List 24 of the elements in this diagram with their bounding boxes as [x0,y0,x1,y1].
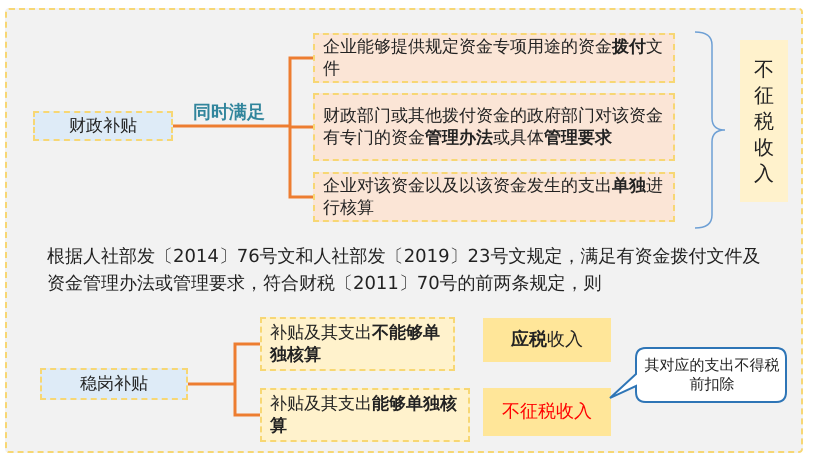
note-text: 根据人社部发〔2014〕76号文和人社部发〔2019〕23号文规定，满足有资金拨付文件及资金管理办法或管理要求，符合财税〔2011〕70号的前两条规定，则 [47,245,762,296]
box-text: 稳岗补贴 [80,372,148,396]
condition-box [313,172,675,222]
box-text: 财政补贴 [69,114,137,138]
condition-box [260,388,470,442]
condition-box [260,317,455,371]
result-box [740,40,788,202]
box-text: 财政部门或其他拨付资金的政府部门对该资金有专门的资金管理办法或具体管理要求 [323,104,664,150]
callout-text: 其对应的支出不得税前扣除 [644,356,780,394]
box-text: 应税收入 [511,328,583,352]
edge-label: 同时满足 [193,101,265,124]
box-text: 企业对该资金以及以该资金发生的支出单独进行核算 [323,174,664,220]
box-text: 补贴及其支出能够单独核算 [270,392,458,438]
box-text: 不征税收入 [502,400,592,424]
box-text: 企业能够提供规定资金专项用途的资金拨付文件 [323,36,664,80]
connector-line [188,382,260,416]
box-text: 补贴及其支出不能够单独核算 [270,322,441,366]
topic-box [40,368,188,400]
result-box [483,318,611,362]
condition-box [313,33,675,83]
topic-box [33,111,173,141]
box-text: 不征税收入 [753,56,775,186]
result-box [483,388,611,436]
condition-box [313,93,675,161]
